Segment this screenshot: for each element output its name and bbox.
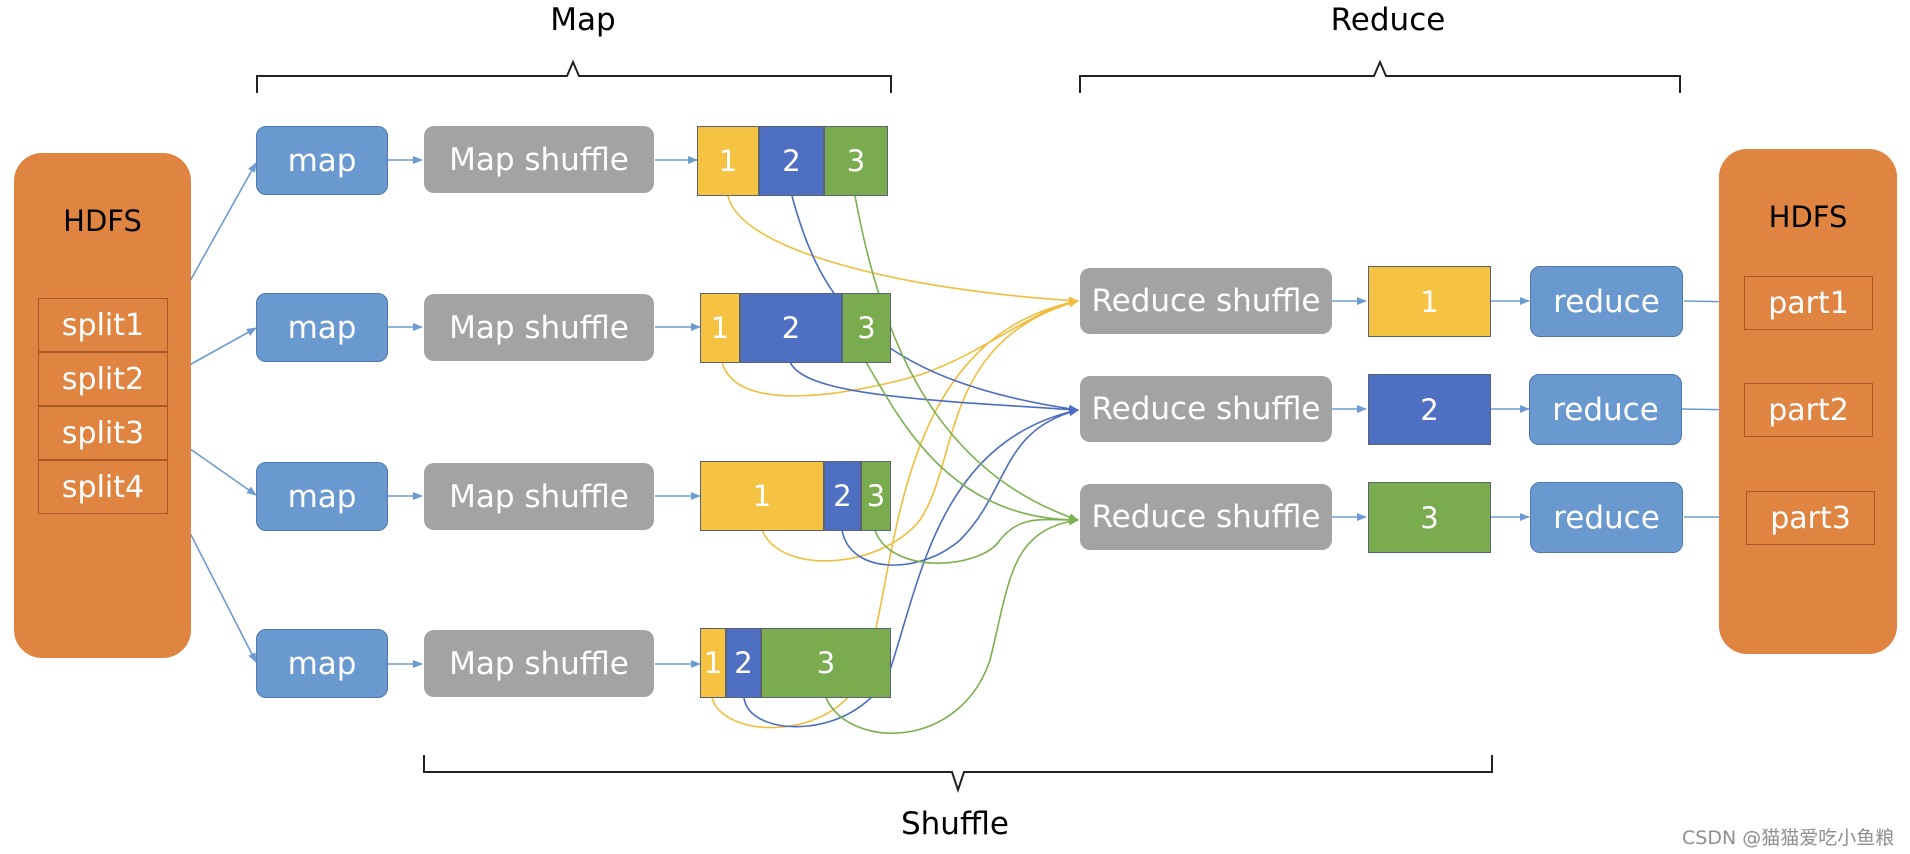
map4-partition-2: 2 [726,628,761,698]
part-1: part1 [1744,276,1873,330]
map-task-1: map [256,126,388,195]
hdfs-output-title: HDFS [1768,200,1848,234]
split-1: split1 [38,298,168,352]
partition-3-curves [825,195,1079,734]
split-2: split2 [38,352,168,406]
map-task-4: map [256,629,388,698]
map2-partition-2: 2 [740,293,842,363]
map2-partition-1: 1 [700,293,740,363]
map3-partition-1: 1 [700,461,824,531]
map-brace [256,59,892,93]
shuffle-brace [423,755,1493,794]
reduce-brace [1079,59,1681,93]
map-shuffle-1: Map shuffle [424,126,654,193]
reduce-partition-2: 2 [1368,374,1491,445]
watermark-text: CSDN @猫猫爱吃小鱼粮 [1682,827,1895,849]
hdfs-input-title: HDFS [63,204,142,238]
reduce-task-3: reduce [1530,482,1683,553]
map-task-2: map [256,293,388,362]
map-section-label: Map [550,2,616,38]
map-task-3: map [256,462,388,531]
split-4: split4 [38,460,168,514]
part-3: part3 [1746,491,1875,545]
reduce-partition-3: 3 [1368,482,1491,553]
map1-partition-1: 1 [697,126,759,196]
split-3: split3 [38,406,168,460]
map3-partition-2: 2 [824,461,861,531]
reduce-task-1: reduce [1530,266,1683,337]
part-2: part2 [1744,383,1873,437]
shuffle-section-label: Shuffle [900,806,1009,842]
reduce-shuffle-3: Reduce shuffle [1080,484,1332,550]
map1-partition-2: 2 [759,126,824,196]
reduce-section-label: Reduce [1330,2,1446,38]
map1-partition-3: 3 [824,126,888,196]
map-shuffle-2: Map shuffle [424,294,654,361]
map-shuffle-3: Map shuffle [424,463,654,530]
map3-partition-3: 3 [861,461,891,531]
reduce-row-arrows [1332,297,1746,521]
reduce-shuffle-1: Reduce shuffle [1080,268,1332,334]
reduce-partition-1: 1 [1368,266,1491,337]
map-shuffle-4: Map shuffle [424,630,654,697]
map4-partition-3: 3 [761,628,891,698]
reduce-task-2: reduce [1529,374,1682,445]
map4-partition-1: 1 [700,628,726,698]
reduce-shuffle-2: Reduce shuffle [1080,376,1332,442]
map-row-arrows [388,156,701,668]
map2-partition-3: 3 [842,293,891,363]
